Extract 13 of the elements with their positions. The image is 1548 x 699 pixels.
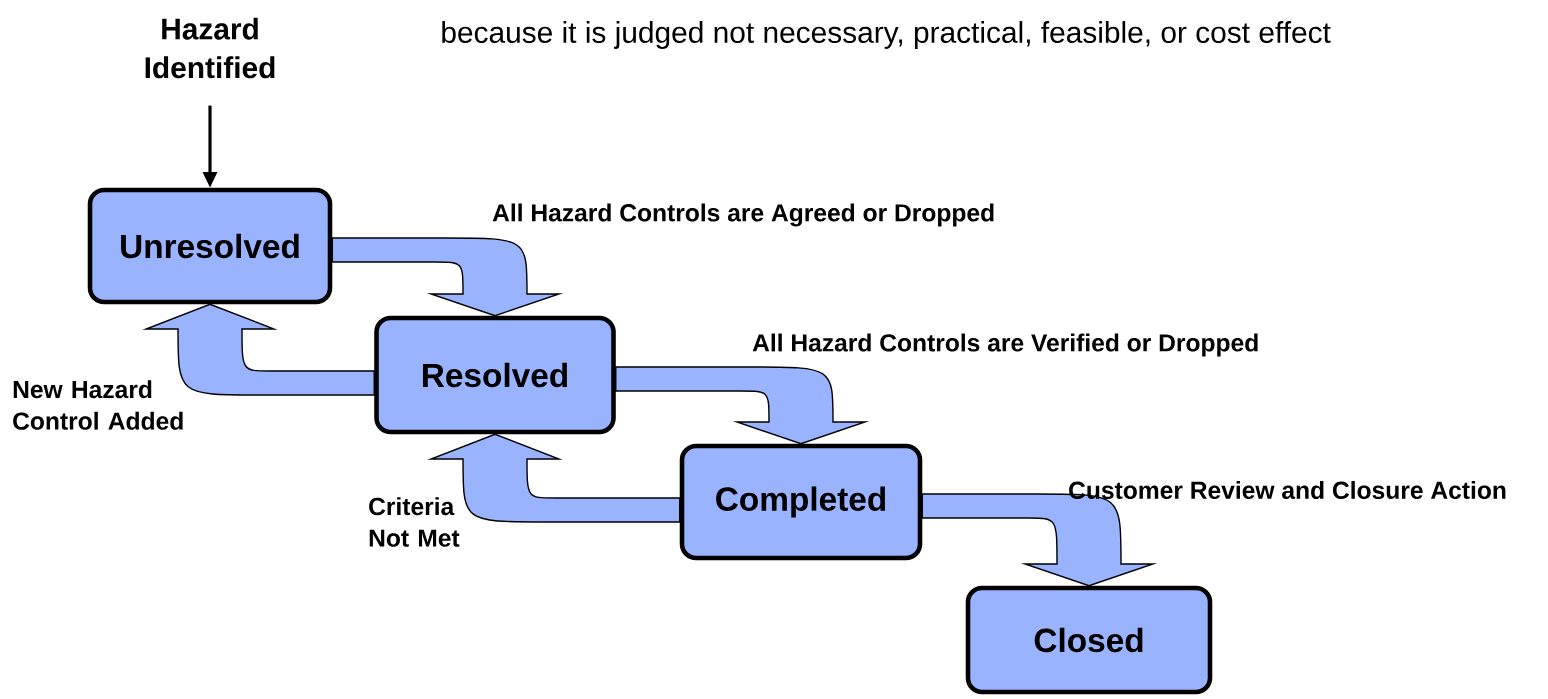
note-text: because it is judged not necessary, practical, feasible, or cost effect	[442, 21, 1331, 49]
edge-label: Customer Review and Closure Action	[1069, 480, 1506, 500]
edge-label: All Hazard Controls are Verified or Dropped	[752, 333, 1258, 357]
edge-label: Criteria Not Met	[369, 497, 460, 547]
block-arrow	[145, 303, 375, 396]
state-box: Completed	[679, 443, 923, 561]
state-box: Unresolved	[87, 187, 333, 305]
edge-label: All Hazard Controls are Agreed or Dropped	[492, 203, 994, 227]
state-box: Resolved	[374, 315, 616, 435]
block-arrow	[430, 433, 681, 523]
state-box: Closed	[965, 585, 1213, 695]
start-label: Hazard Identified	[145, 17, 275, 79]
edge-label: New Hazard Control Added	[13, 380, 183, 430]
